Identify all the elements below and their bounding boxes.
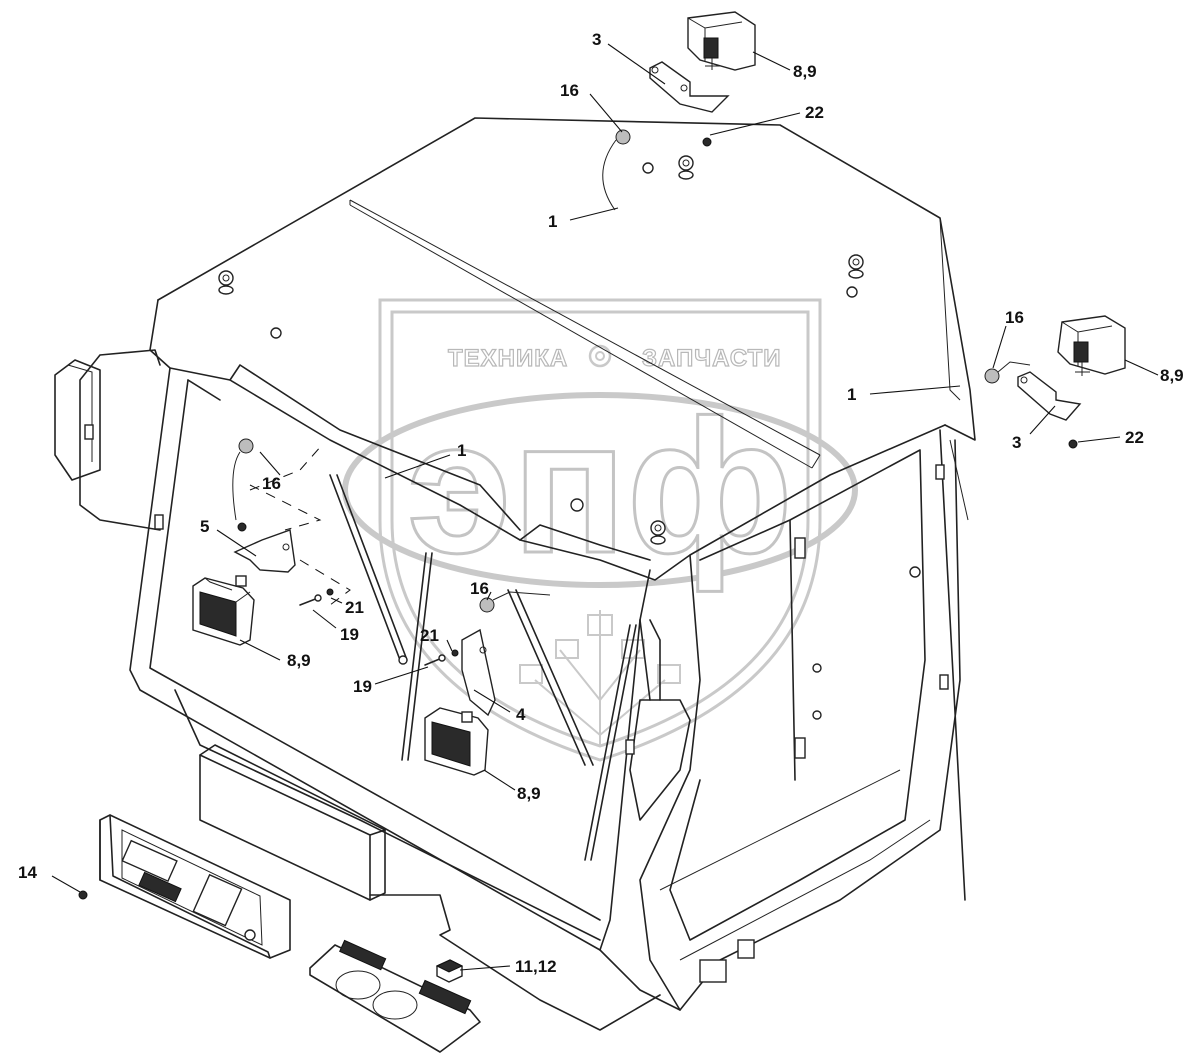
- lifting-eye-rear: [678, 155, 694, 180]
- door-handle: [699, 959, 727, 983]
- lifting-eye-right: [848, 254, 864, 279]
- callout-16: 16: [560, 81, 579, 100]
- roof-nut: [570, 498, 584, 512]
- cab-roof: [149, 117, 976, 581]
- cable-right: [997, 361, 1031, 373]
- cable-gland-front-center: [479, 597, 495, 613]
- cable-front-center: [492, 591, 551, 601]
- roof-nut: [270, 327, 282, 339]
- callout-8-9: 8,9: [517, 784, 541, 803]
- lamp-bracket-top: [649, 61, 730, 113]
- control-panel: [99, 814, 291, 959]
- callout-5: 5: [200, 517, 209, 536]
- leader-lines: [51, 43, 1159, 971]
- cable-top: [602, 139, 617, 211]
- callout-21: 21: [420, 626, 439, 645]
- wiper-right: [507, 589, 637, 861]
- panel-nut: [78, 890, 88, 900]
- callout-16: 16: [262, 474, 281, 493]
- watermark-logo-letters: эпф: [407, 381, 793, 593]
- wiper-left: [329, 474, 433, 761]
- instrument-panel: [309, 939, 481, 1053]
- callout-8-9: 8,9: [1160, 366, 1184, 385]
- work-lamp-top: [687, 11, 756, 71]
- callout-14: 14: [18, 863, 37, 882]
- callout-21: 21: [345, 598, 364, 617]
- lamp-bracket-right: [1017, 371, 1082, 421]
- callout-1: 1: [847, 385, 856, 404]
- callout-19: 19: [353, 677, 372, 696]
- callout-11-12: 11,12: [515, 957, 557, 976]
- callout-22: 22: [805, 103, 824, 122]
- wheat-emblem-icon: [519, 610, 681, 745]
- door-hinge: [794, 737, 806, 759]
- work-lamp-front-left: [192, 575, 255, 646]
- watermark: ТЕХНИКА ЗАПЧАСТИ эпф: [342, 298, 858, 762]
- roof-nut: [642, 162, 654, 174]
- lamp-bracket-front-left: [233, 529, 296, 573]
- callout-22: 22: [1125, 428, 1144, 447]
- door-hinge: [794, 537, 806, 559]
- callout-19: 19: [340, 625, 359, 644]
- callout-16: 16: [1005, 308, 1024, 327]
- watermark-brand-left: ТЕХНИКА: [448, 345, 568, 372]
- callout-3: 3: [1012, 433, 1021, 452]
- lifting-eye-front-left: [218, 270, 234, 295]
- lamp-bracket-front-center: [461, 628, 496, 717]
- nut-top: [702, 137, 712, 147]
- washer-front-center: [451, 649, 459, 657]
- roof-nut: [846, 286, 858, 298]
- watermark-brand-right: ЗАПЧАСТИ: [642, 345, 782, 372]
- callout-labels: 3 8,9 16 22 1 16 8,9 1 3 22 1 16 5 21 19…: [18, 30, 1184, 976]
- callout-4: 4: [516, 705, 526, 724]
- switch-11-12: [435, 959, 464, 983]
- gear-icon: [588, 344, 612, 368]
- cab-body: [54, 349, 969, 1031]
- callout-1: 1: [457, 441, 466, 460]
- nut-right: [1068, 439, 1078, 449]
- bolt-front-left: [299, 594, 322, 606]
- washer-front-left: [326, 588, 334, 596]
- cable-front-left: [232, 451, 241, 521]
- lifting-eye-front-center: [650, 520, 666, 545]
- callout-3: 3: [592, 30, 601, 49]
- cable-gland-right: [984, 368, 1000, 384]
- cable-gland-front-left: [238, 438, 254, 454]
- work-lamp-front-center: [424, 707, 489, 776]
- cable-gland-top: [615, 129, 631, 145]
- bolt-front-center: [424, 654, 446, 666]
- side-mirror: [54, 349, 164, 531]
- nut-front-left: [237, 522, 247, 532]
- callout-16: 16: [470, 579, 489, 598]
- callout-8-9: 8,9: [793, 62, 817, 81]
- work-lamp-right: [1057, 315, 1126, 376]
- callout-8-9: 8,9: [287, 651, 311, 670]
- callout-1: 1: [548, 212, 557, 231]
